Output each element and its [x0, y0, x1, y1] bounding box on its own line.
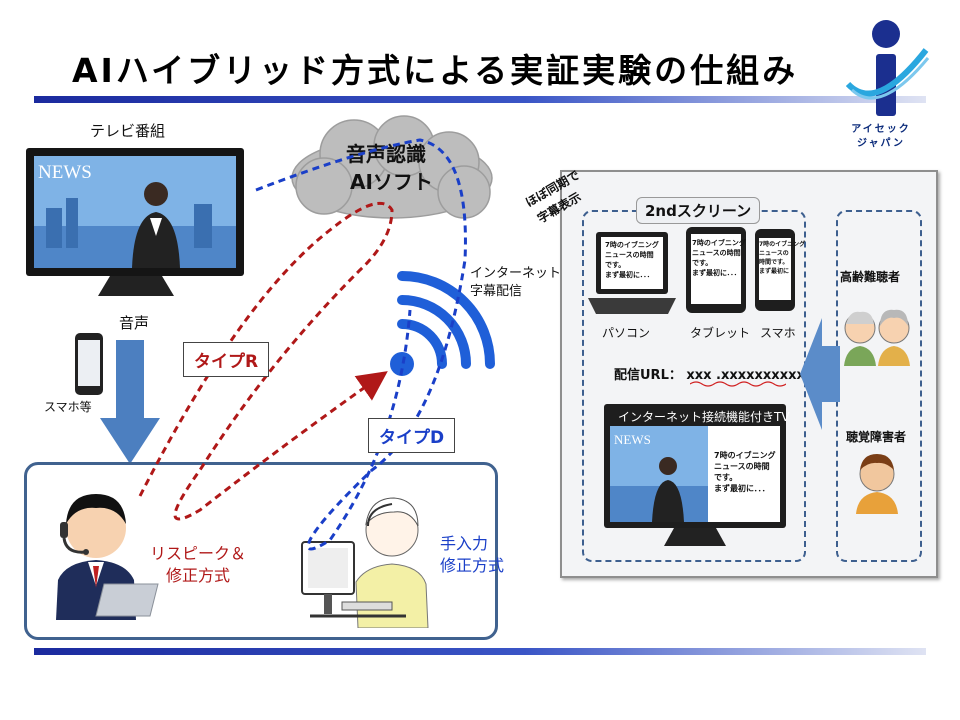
distribution-url: 配信URL： xxx .xxxxxxxxxx — [614, 368, 805, 383]
second-screen-title: 2ndスクリーン — [636, 197, 761, 224]
url-underline — [690, 381, 786, 387]
tv-program-label: テレビ番組 — [90, 122, 166, 140]
audience-elderly-label: 高齢難聴者 — [840, 270, 901, 284]
header-divider — [34, 96, 926, 103]
smartphone-icon — [75, 333, 103, 395]
type-r-tag: タイプR — [183, 342, 270, 377]
tv-icon — [26, 148, 244, 296]
internet-tv-title: インターネット接続機能付きTV — [618, 410, 790, 424]
smartphone-caption: 7時のイブニング ニュースの 時間です。 まず最初に — [759, 241, 806, 275]
laptop-caption: 7時のイブニング ニュースの時間 です。 まず最初に．．． — [605, 241, 659, 279]
footer-divider — [34, 648, 926, 655]
smartphone-label: スマホ等 — [44, 400, 92, 414]
logo-text-top: アイセック — [851, 124, 911, 135]
down-arrow-icon — [100, 340, 160, 464]
news-logo: NEWS — [38, 162, 92, 183]
device-label-tablet: タブレット — [690, 326, 751, 340]
internet-tv-news-logo: NEWS — [614, 432, 651, 447]
audio-label: 音声 — [119, 314, 150, 332]
tablet-caption: 7時のイブニング ニュースの時間 です。 まず最初に．．． — [692, 239, 746, 277]
device-label-smartphone: スマホ — [760, 326, 796, 340]
audience-hearing-impaired-label: 聴覚障害者 — [846, 430, 907, 444]
manual-label-line2: 修正方式 — [440, 556, 505, 575]
device-label-pc: パソコン — [602, 326, 651, 340]
smartphone-device-icon — [755, 229, 795, 311]
respeak-label-line1: リスピーク＆ — [150, 544, 247, 563]
logo-text-bottom: ジャパン — [857, 138, 905, 149]
hearing-impaired-person-icon — [856, 454, 898, 514]
subtitle-distribution-label: 字幕配信 — [470, 284, 523, 299]
page-title: AIハイブリッド方式による実証実験の仕組み — [72, 51, 799, 90]
tablet-icon — [686, 227, 746, 313]
cloud-label-ai-software: AIソフト — [350, 170, 433, 194]
left-arrow-icon — [800, 318, 840, 430]
elderly-people-icon — [844, 309, 910, 366]
internet-tv-icon — [604, 404, 786, 546]
manual-input-operator-icon — [301, 497, 429, 628]
company-logo-icon — [846, 20, 930, 116]
internet-tv-caption: 7時のイブニング ニュースの時間 です。 まず最初に．．． — [714, 451, 776, 493]
manual-label-line1: 手入力 — [440, 534, 489, 553]
respeaker-operator-icon — [56, 494, 159, 620]
type-d-tag: タイプD — [368, 418, 456, 453]
internet-label: インターネット — [470, 266, 562, 281]
laptop-icon — [588, 232, 676, 314]
respeak-label-line2: 修正方式 — [166, 566, 231, 585]
